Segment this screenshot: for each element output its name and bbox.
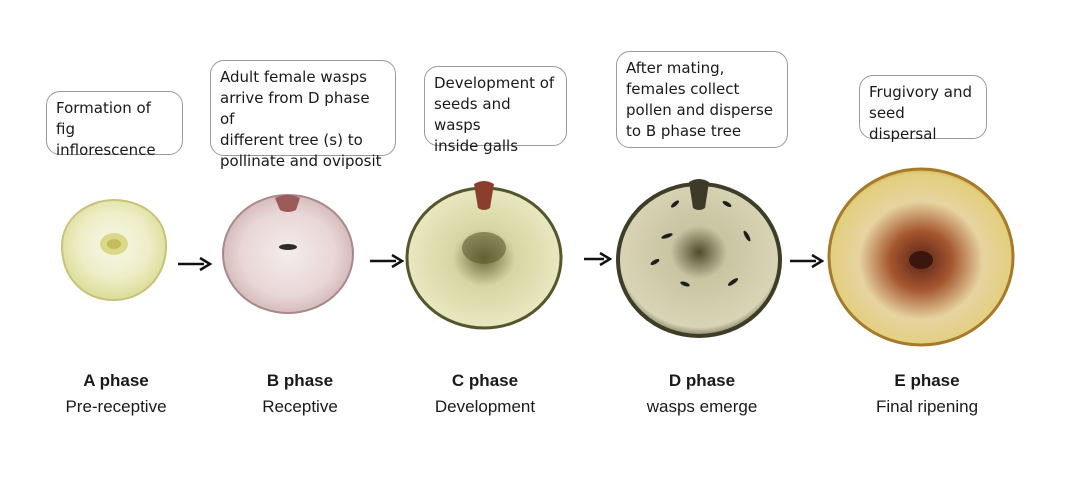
- phase-a-desc: Pre-receptive: [65, 397, 167, 416]
- fig-c-image: [405, 181, 563, 330]
- phase-e-label: E phase: [894, 371, 960, 390]
- phase-a-description-box: Formation of fig inflorescence: [46, 91, 183, 159]
- arrow-c-to-d: [584, 251, 612, 267]
- phase-e-desc: Final ripening: [875, 397, 979, 416]
- arrow-b-to-c: [370, 253, 404, 269]
- fig-b-image: [222, 194, 354, 314]
- phase-d-description-box: After mating, females collect pollen and…: [616, 51, 788, 148]
- phase-e-description-box: Frugivory and seed dispersal: [859, 75, 987, 143]
- phase-c-desc: Development: [434, 397, 536, 416]
- phase-b-desc: Receptive: [262, 397, 338, 416]
- phase-b-description-box: Adult female wasps arrive from D phase o…: [210, 60, 396, 170]
- phase-d-desc: wasps emerge: [646, 397, 758, 416]
- phase-c-description-box: Development of seeds and wasps inside ga…: [424, 66, 567, 155]
- fig-e-image: [827, 167, 1015, 347]
- arrow-a-to-b: [178, 256, 212, 272]
- fig-a-image: [60, 198, 168, 302]
- phase-c-label: C phase: [451, 371, 519, 390]
- arrow-d-to-e: [790, 253, 824, 269]
- phase-a-label: A phase: [83, 371, 149, 390]
- phase-d-label: D phase: [668, 371, 736, 390]
- fig-d-image: [616, 179, 782, 338]
- phase-b-label: B phase: [266, 371, 334, 390]
